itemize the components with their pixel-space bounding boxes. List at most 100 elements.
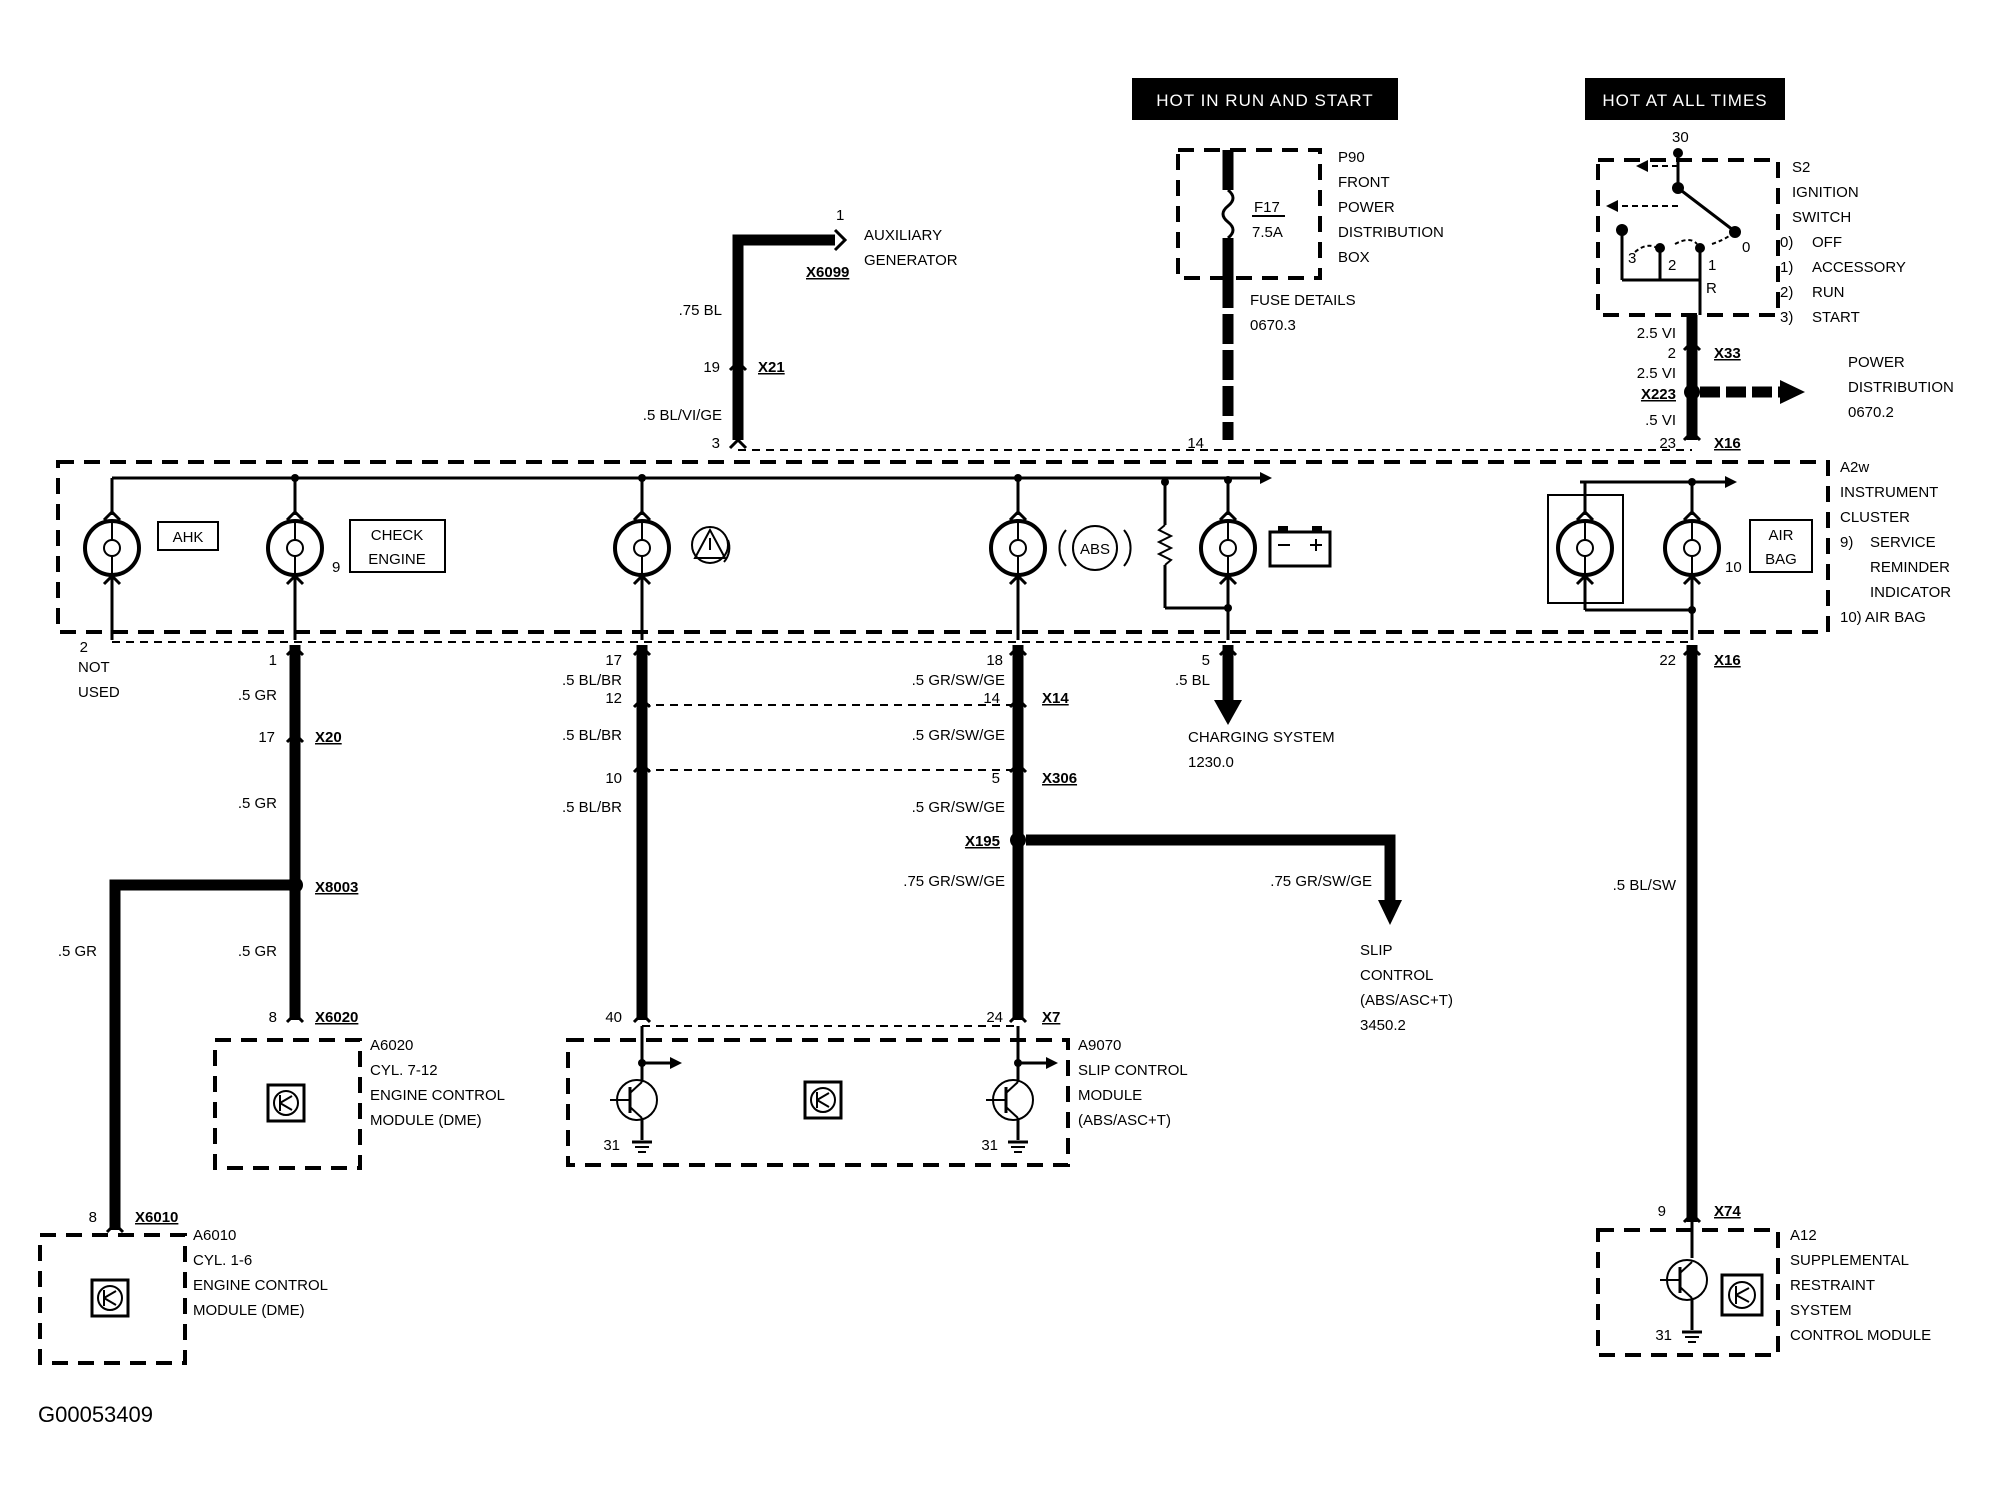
pin-12: 12 <box>605 690 622 707</box>
slip-line2: CONTROL <box>1360 967 1433 984</box>
wire-5vi: .5 VI <box>1645 412 1676 429</box>
battery-icon <box>1268 526 1332 568</box>
s2-t2: 2 <box>1668 257 1676 274</box>
s2-ignition-switch: 30 3 2 1 0 R S2 IGNITION SWITCH 0) OFF 1… <box>1596 129 1906 326</box>
p90-line1: FRONT <box>1338 174 1390 191</box>
wire-5grswge-2: .5 GR/SW/GE <box>912 727 1005 744</box>
connector-x20: X20 <box>315 729 342 746</box>
not-used-2: USED <box>78 684 120 701</box>
wire-5blbr-2: .5 BL/BR <box>562 727 622 744</box>
wire-25vi-a: 2.5 VI <box>1637 325 1676 342</box>
p90-line2: POWER <box>1338 199 1395 216</box>
pin-5: 5 <box>1202 652 1210 669</box>
pin-3: 3 <box>712 435 720 452</box>
a9070-gnd-right: 31 <box>981 1137 998 1154</box>
transistor-icon <box>986 1079 1034 1121</box>
wire-5grswge-3: .5 GR/SW/GE <box>912 799 1005 816</box>
connector-x306: X306 <box>1042 770 1077 787</box>
pin-40: 40 <box>605 1009 622 1026</box>
a2w-note10: 10) AIR BAG <box>1840 609 1926 626</box>
header-hot-in-run-and-start: HOT IN RUN AND START <box>1132 78 1398 120</box>
pin-23: 23 <box>1659 435 1676 452</box>
lamp-warning-triangle <box>613 478 731 640</box>
pin-24: 24 <box>986 1009 1003 1026</box>
pin-8b: 8 <box>89 1209 97 1226</box>
p90-id: P90 <box>1338 149 1365 166</box>
connector-x8003: X8003 <box>315 879 358 896</box>
wire-blbr: 17 .5 BL/BR 12 .5 BL/BR 10 .5 BL/BR 40 <box>562 644 652 1026</box>
wire-5gr-4: .5 GR <box>58 943 97 960</box>
a12-line4: CONTROL MODULE <box>1790 1327 1931 1344</box>
a12-srs-control-module: 31 A12 SUPPLEMENTAL RESTRAINT SYSTEM CON… <box>1596 1222 1931 1357</box>
pin-9: 9 <box>1658 1203 1666 1220</box>
wire-charging: 5 .5 BL CHARGING SYSTEM 1230.0 <box>1175 644 1335 771</box>
control-module-icon <box>1720 1273 1764 1317</box>
splice-x223 <box>1684 384 1700 400</box>
pin-10: 10 <box>605 770 622 787</box>
a9070-line3: (ABS/ASC+T) <box>1078 1112 1171 1129</box>
connector-x6099: X6099 <box>806 264 849 281</box>
s2-pos3-label: START <box>1812 309 1860 326</box>
abs-icon-text: ABS <box>1080 541 1110 558</box>
abs-icon: ABS <box>1058 525 1132 571</box>
s2-tr: R <box>1706 280 1717 297</box>
lamp-ahk-label: AHK <box>173 529 204 546</box>
connector-x6020: X6020 <box>315 1009 358 1026</box>
a6010-line2: ENGINE CONTROL <box>193 1277 328 1294</box>
a12-line2: RESTRAINT <box>1790 1277 1875 1294</box>
lamp-charge <box>1156 480 1332 640</box>
slip-line3: (ABS/ASC+T) <box>1360 992 1453 1009</box>
pin-1: 1 <box>269 652 277 669</box>
fuse-label: F17 <box>1254 199 1280 216</box>
wire-grswge: 18 .5 GR/SW/GE 14 X14 .5 GR/SW/GE 5 X306… <box>903 644 1402 1026</box>
wire-5gr-1: .5 GR <box>238 687 277 704</box>
a6010-engine-control-module: A6010 CYL. 1-6 ENGINE CONTROL MODULE (DM… <box>38 1227 328 1365</box>
s2-pos1-label: ACCESSORY <box>1812 259 1906 276</box>
a2w-note9-c: INDICATOR <box>1870 584 1951 601</box>
a12-id: A12 <box>1790 1227 1817 1244</box>
s2-t0: 0 <box>1742 239 1750 256</box>
a12-line1: SUPPLEMENTAL <box>1790 1252 1909 1269</box>
a9070-gnd-left: 31 <box>603 1137 620 1154</box>
a9070-line2: MODULE <box>1078 1087 1142 1104</box>
ground-icon <box>1008 1140 1028 1153</box>
pin-22: 22 <box>1659 652 1676 669</box>
splice-x195 <box>1010 832 1026 848</box>
wire-airbag: 22 X16 .5 BL/SW 9 X74 <box>1613 644 1741 1224</box>
s2-pos0: 0) <box>1780 234 1793 251</box>
charging-ref: 1230.0 <box>1188 754 1234 771</box>
resistor-icon <box>1156 524 1174 566</box>
aux-line1: AUXILIARY <box>864 227 942 244</box>
a9070-line1: SLIP CONTROL <box>1078 1062 1188 1079</box>
s2-term30: 30 <box>1672 129 1689 146</box>
a6020-line2: ENGINE CONTROL <box>370 1087 505 1104</box>
wire-75grswge-2: .75 GR/SW/GE <box>1270 873 1372 890</box>
pin-2: 2 <box>80 639 88 656</box>
connector-x21: X21 <box>758 359 785 376</box>
aux-line2: GENERATOR <box>864 252 958 269</box>
pin-18: 18 <box>986 652 1003 669</box>
lamp-check-engine: 9 CHECK ENGINE <box>266 478 446 640</box>
s2-pos2-label: RUN <box>1812 284 1845 301</box>
p90-line3: DISTRIBUTION <box>1338 224 1444 241</box>
charging-line1: CHARGING SYSTEM <box>1188 729 1335 746</box>
a2w-line2: CLUSTER <box>1840 509 1910 526</box>
pin-14: 14 <box>983 690 1000 707</box>
connector-x7: X7 <box>1042 1009 1060 1026</box>
connector-x16-bot: X16 <box>1714 652 1741 669</box>
wire-5bl: .5 BL <box>1175 672 1210 689</box>
a6020-line1: CYL. 7-12 <box>370 1062 438 1079</box>
a6010-line3: MODULE (DME) <box>193 1302 305 1319</box>
pin-17-b: 17 <box>258 729 275 746</box>
control-module-icon <box>266 1083 306 1123</box>
auxiliary-generator: 1 AUXILIARY GENERATOR X6099 .75 BL 19 X2… <box>643 207 958 452</box>
wire-5gr-2: .5 GR <box>238 795 277 812</box>
pin-19: 19 <box>703 359 720 376</box>
a2w-note9-b: REMINDER <box>1870 559 1950 576</box>
connector-x6010: X6010 <box>135 1209 178 1226</box>
fuse-details-ref: 0670.3 <box>1250 317 1296 334</box>
header-hot-at-all-times: HOT AT ALL TIMES <box>1585 78 1785 120</box>
s2-pos3: 3) <box>1780 309 1793 326</box>
power-dist-ref: 0670.2 <box>1848 404 1894 421</box>
